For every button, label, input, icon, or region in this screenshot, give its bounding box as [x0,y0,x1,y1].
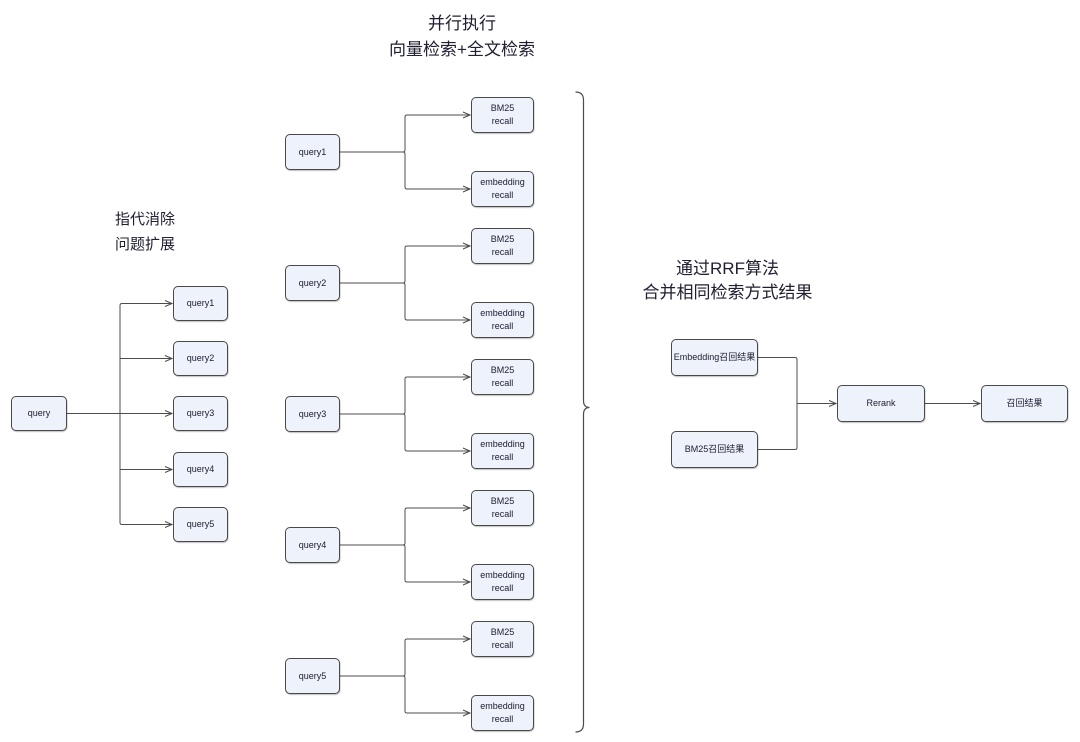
coref-expansion-label: 指代消除 问题扩展 [115,211,176,253]
edge-query4-embedding [402,544,472,586]
parallel-execution-label: 并行执行 向量检索+全文检索 [389,14,535,59]
node-bm25-results: BM25召回结果 [671,431,758,468]
node-query4-expanded: query4 [173,452,228,487]
edge-query2-bm25 [340,242,472,284]
edge-query5-embedding [402,675,472,717]
edge-query2-embedding [402,282,472,324]
node-rerank: Rerank [837,385,925,422]
node-final-results: 召回结果 [981,385,1068,422]
node-query2-expanded: query2 [173,341,228,376]
node-query5-retrieval: query5 [285,658,340,694]
edge-query-query5 [119,413,174,528]
node-bm25-recall-2: BM25 recall [471,228,534,264]
node-query2-retrieval: query2 [285,265,340,301]
node-query5-expanded: query5 [173,507,228,542]
edge-query1-bm25 [340,111,472,153]
node-embedding-recall-4: embedding recall [471,564,534,600]
node-bm25-recall-5: BM25 recall [471,621,534,657]
node-query4-retrieval: query4 [285,527,340,563]
node-query3-expanded: query3 [173,396,228,431]
edge-query1-embedding [402,151,472,193]
node-bm25-recall-1: BM25 recall [471,97,534,133]
edge-bm25-results-junction [758,403,798,450]
node-embedding-recall-3: embedding recall [471,433,534,469]
node-bm25-recall-4: BM25 recall [471,490,534,526]
node-bm25-recall-3: BM25 recall [471,359,534,395]
collector-brace [575,91,590,733]
node-query3-retrieval: query3 [285,396,340,432]
edge-embedding-results-junction [758,357,798,404]
node-embedding-recall-1: embedding recall [471,171,534,207]
edge-query3-embedding [402,413,472,455]
node-query1-retrieval: query1 [285,134,340,170]
edge-query5-bm25 [340,635,472,677]
node-embedding-recall-5: embedding recall [471,695,534,731]
edge-query3-bm25 [340,373,472,415]
rrf-merge-label: 通过RRF算法 合并相同检索方式结果 [642,259,813,302]
edge-query4-bm25 [340,504,472,546]
edge-query-query1 [119,300,174,414]
node-query1-expanded: query1 [173,286,228,321]
node-query: query [11,396,67,431]
node-embedding-recall-2: embedding recall [471,302,534,338]
node-embedding-results: Embedding召回结果 [671,339,758,376]
